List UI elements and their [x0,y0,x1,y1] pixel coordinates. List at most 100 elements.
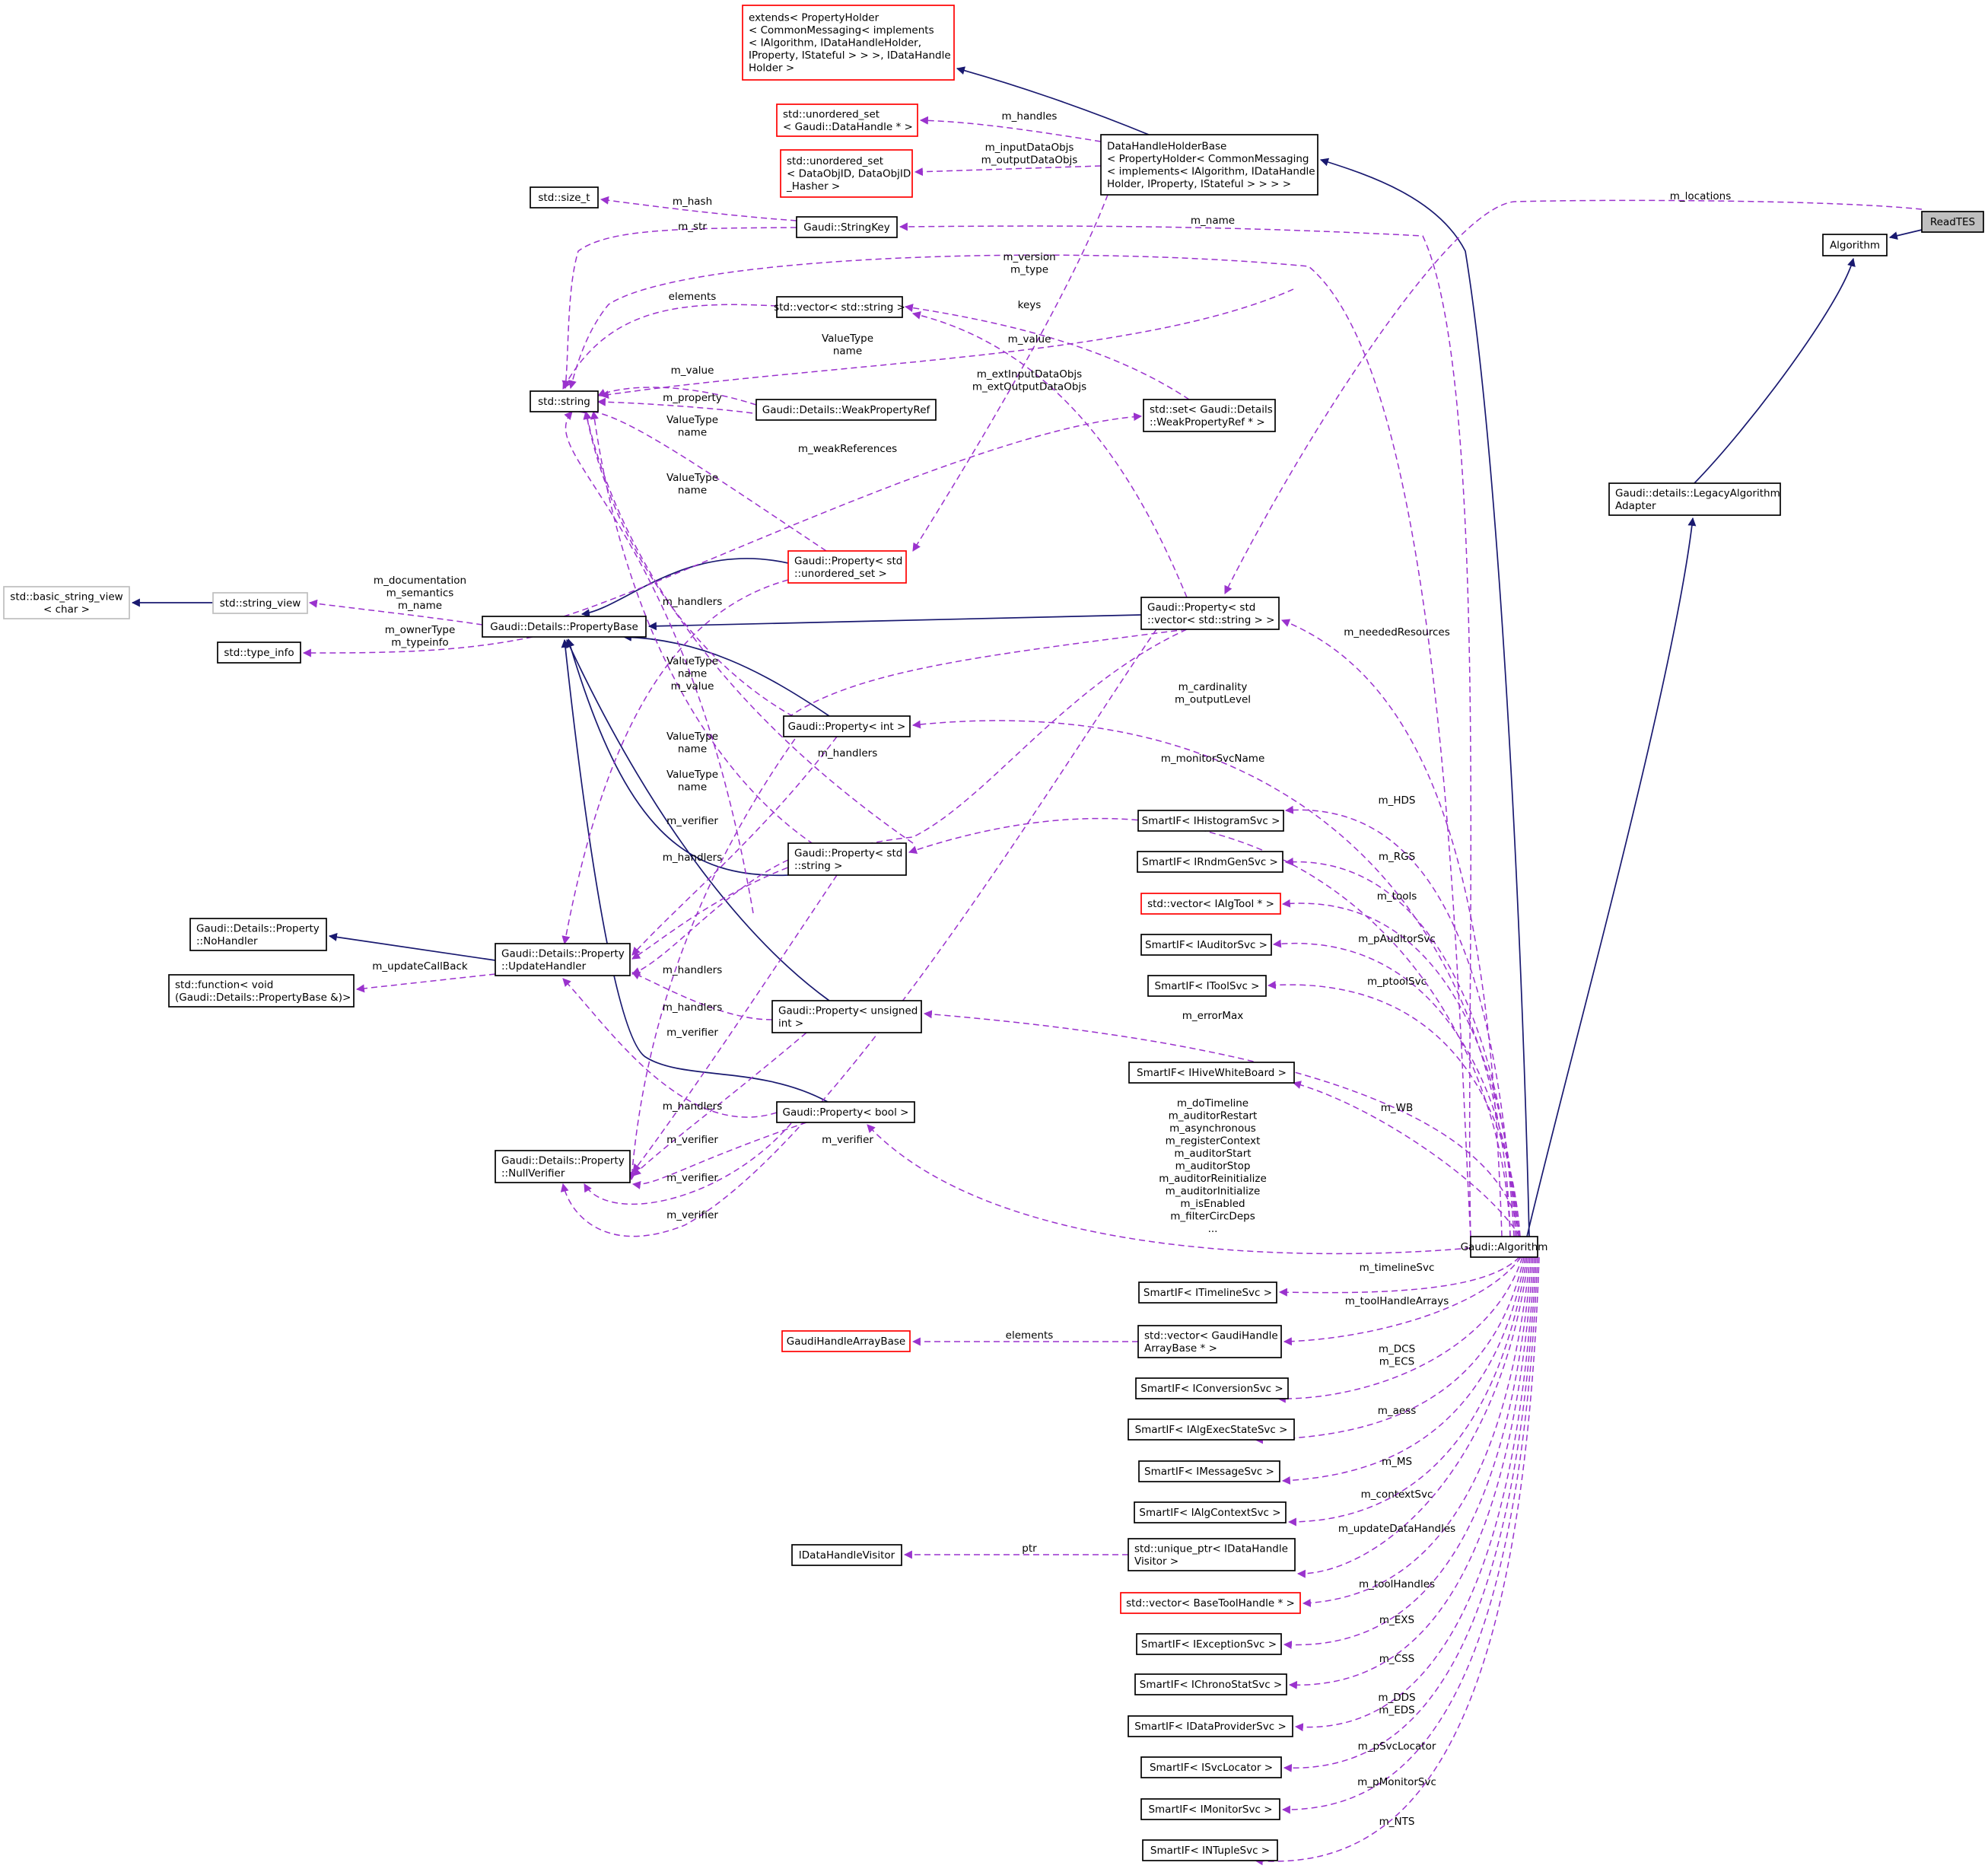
edge-label-m_handles: m_handles [1002,110,1058,123]
class-node-label: SmartIF< ISvcLocator > [1150,1762,1273,1774]
class-node-s_dp[interactable]: SmartIF< IDataProviderSvc > [1128,1715,1293,1737]
class-node-s_ctx[interactable]: SmartIF< IAlgContextSvc > [1134,1501,1287,1523]
usage-edge-vt_name4 [583,410,914,844]
class-node-label: SmartIF< IMessageSvc > [1144,1466,1274,1478]
edge-label-m_verifier2: m_verifier [666,1027,718,1039]
class-node-box [1100,134,1318,196]
class-node-nullverifier[interactable]: Gaudi::Details::Property::NullVerifier [495,1150,631,1183]
class-node-type_info[interactable]: std::type_info [217,642,301,664]
usage-edge-m_value2 [596,387,757,406]
class-node-label: ::string > [794,860,842,872]
class-node-string_view[interactable]: std::string_view [212,592,308,614]
class-node-s_auditor[interactable]: SmartIF< IAuditorSvc > [1140,934,1272,956]
class-node-box [1822,234,1888,256]
class-node-label: GaudiHandleArrayBase [787,1336,905,1348]
usage-edge-aess [1254,1256,1525,1444]
class-node-s_timeline[interactable]: SmartIF< ITimelineSvc > [1138,1281,1277,1304]
class-node-label: ::NullVerifier [501,1167,565,1180]
usage-edge-keys [904,304,1190,400]
edge-label-m_version: m_type [1010,264,1048,276]
class-node-vec_algtool[interactable]: std::vector< IAlgTool * > [1140,893,1281,915]
edge-label-m_bools: m_asynchronous [1169,1122,1256,1135]
class-node-uptr_dhv[interactable]: std::unique_ptr< IDataHandleVisitor > [1128,1538,1296,1571]
class-node-label: Gaudi::Details::Property [501,947,625,960]
edge-label-m_bools: m_auditorStop [1175,1160,1251,1173]
class-node-label: < CommonMessaging< implements [749,24,934,37]
class-node-s_mon[interactable]: SmartIF< IMonitorSvc > [1140,1798,1280,1820]
class-node-s_loc[interactable]: SmartIF< ISvcLocator > [1140,1756,1282,1778]
class-node-vec_string[interactable]: std::vector< std::string > [774,296,905,318]
class-node-s_msg[interactable]: SmartIF< IMessageSvc > [1138,1460,1280,1482]
class-node-weakref[interactable]: Gaudi::Details::WeakPropertyRef [755,399,937,421]
class-node-prop_uset[interactable]: Gaudi::Property< std::unordered_set > [787,550,907,584]
class-node-vec_bth[interactable]: std::vector< BaseToolHandle * > [1120,1592,1301,1614]
class-node-algorithm[interactable]: Algorithm [1822,234,1888,256]
class-node-box [776,1101,915,1123]
class-node-s_exc[interactable]: SmartIF< IExceptionSvc > [1136,1633,1282,1655]
class-node-label: std::size_t [538,192,590,204]
class-node-label: SmartIF< IAlgExecStateSvc > [1135,1424,1288,1436]
class-node-s_aess[interactable]: SmartIF< IAlgExecStateSvc > [1128,1418,1295,1441]
edge-label-m_nts: m_NTS [1379,1816,1415,1828]
class-node-function[interactable]: std::function< void(Gaudi::Details::Prop… [168,974,355,1008]
class-node-set_weakref[interactable]: std::set< Gaudi::Details::WeakPropertyRe… [1143,399,1276,432]
class-node-box [787,550,907,584]
class-node-label: SmartIF< INTupleSvc > [1150,1845,1270,1857]
class-node-box [771,1000,922,1033]
usage-edge-wb [1292,1081,1521,1237]
edge-label-m_handlers2: m_handlers [818,747,878,759]
class-node-prop_vecstr[interactable]: Gaudi::Property< std::vector< std::strin… [1140,597,1280,630]
class-node-size_t[interactable]: std::size_t [530,186,599,209]
class-node-label: Gaudi::Property< std [794,555,902,567]
class-node-stringkey[interactable]: Gaudi::StringKey [796,216,898,238]
class-node-label: Gaudi::Details::PropertyBase [490,621,638,633]
class-node-s_chrono[interactable]: SmartIF< IChronoStatSvc > [1134,1673,1287,1695]
class-node-idhv[interactable]: IDataHandleVisitor [791,1544,902,1566]
edge-label-m_tools: m_tools [1377,890,1417,903]
usage-edge-verifier1 [628,722,807,1181]
class-node-uset_dh[interactable]: std::unordered_set< Gaudi::DataHandle * … [776,103,918,137]
class-node-s_rndm[interactable]: SmartIF< IRndmGenSvc > [1137,851,1283,873]
nodes-layer: ReadTESAlgorithmGaudi::details::LegacyAl… [3,5,1984,1861]
class-node-box [495,1150,631,1183]
class-node-extends[interactable]: extends< PropertyHolder< CommonMessaging… [742,5,955,81]
class-node-updatehandler[interactable]: Gaudi::Details::Property::UpdateHandler [495,943,631,976]
class-node-s_tool[interactable]: SmartIF< IToolSvc > [1147,975,1267,997]
class-node-prop_string[interactable]: Gaudi::Property< std::string > [787,842,907,876]
class-node-readtes[interactable]: ReadTES [1921,211,1984,233]
class-node-label: Holder > [749,62,794,75]
inheritance-edge-gaudialg_legacy [1526,517,1697,1237]
edge-label-m_bools: m_doTimeline [1177,1097,1248,1110]
class-node-s_ntuple[interactable]: SmartIF< INTupleSvc > [1142,1839,1278,1861]
class-node-s_hive[interactable]: SmartIF< IHiveWhiteBoard > [1128,1062,1295,1084]
class-node-nohandler[interactable]: Gaudi::Details::Property::NoHandler [189,918,327,951]
class-node-prop_bool[interactable]: Gaudi::Property< bool > [776,1101,915,1123]
class-node-basic_sv[interactable]: std::basic_string_view< char > [3,586,130,619]
edge-label-keys: keys [1018,299,1042,311]
class-node-label: ::vector< std::string > > [1147,614,1274,626]
class-node-gaudialg[interactable]: Gaudi::Algorithm [1461,1236,1548,1258]
edge-label-vt_name_val: name [678,668,707,680]
edge-label-m_dds: m_DDS [1378,1692,1415,1704]
inheritance-edge-updatehandler_nohandler [328,932,496,961]
inheritance-edge-readtes_algorithm [1888,229,1923,240]
usage-edge-needed [1280,619,1503,1237]
class-node-prop_int[interactable]: Gaudi::Property< int > [783,715,911,737]
usage-edge-dcs [1277,1256,1523,1403]
class-node-string[interactable]: std::string [530,390,599,412]
class-node-ghab[interactable]: GaudiHandleArrayBase [781,1330,911,1352]
edge-label-m_pmon: m_pMonitorSvc [1357,1776,1436,1788]
class-node-dhhb[interactable]: DataHandleHolderBase< PropertyHolder< Co… [1100,134,1318,196]
class-node-vec_ghab[interactable]: std::vector< GaudiHandleArrayBase * > [1137,1325,1282,1358]
class-node-box [1135,1377,1289,1399]
inheritance-edge-prop_vecstr_propbase [647,614,1142,631]
class-node-s_conv[interactable]: SmartIF< IConversionSvc > [1135,1377,1289,1399]
class-node-label: Algorithm [1830,240,1880,252]
usage-edge-handles [919,116,1102,142]
usage-edge-weakrefs [563,412,1143,617]
class-node-propbase[interactable]: Gaudi::Details::PropertyBase [482,616,647,638]
class-node-uset_doid[interactable]: std::unordered_set< DataObjID, DataObjID… [780,149,913,198]
class-node-s_hist[interactable]: SmartIF< IHistogramSvc > [1137,810,1284,832]
